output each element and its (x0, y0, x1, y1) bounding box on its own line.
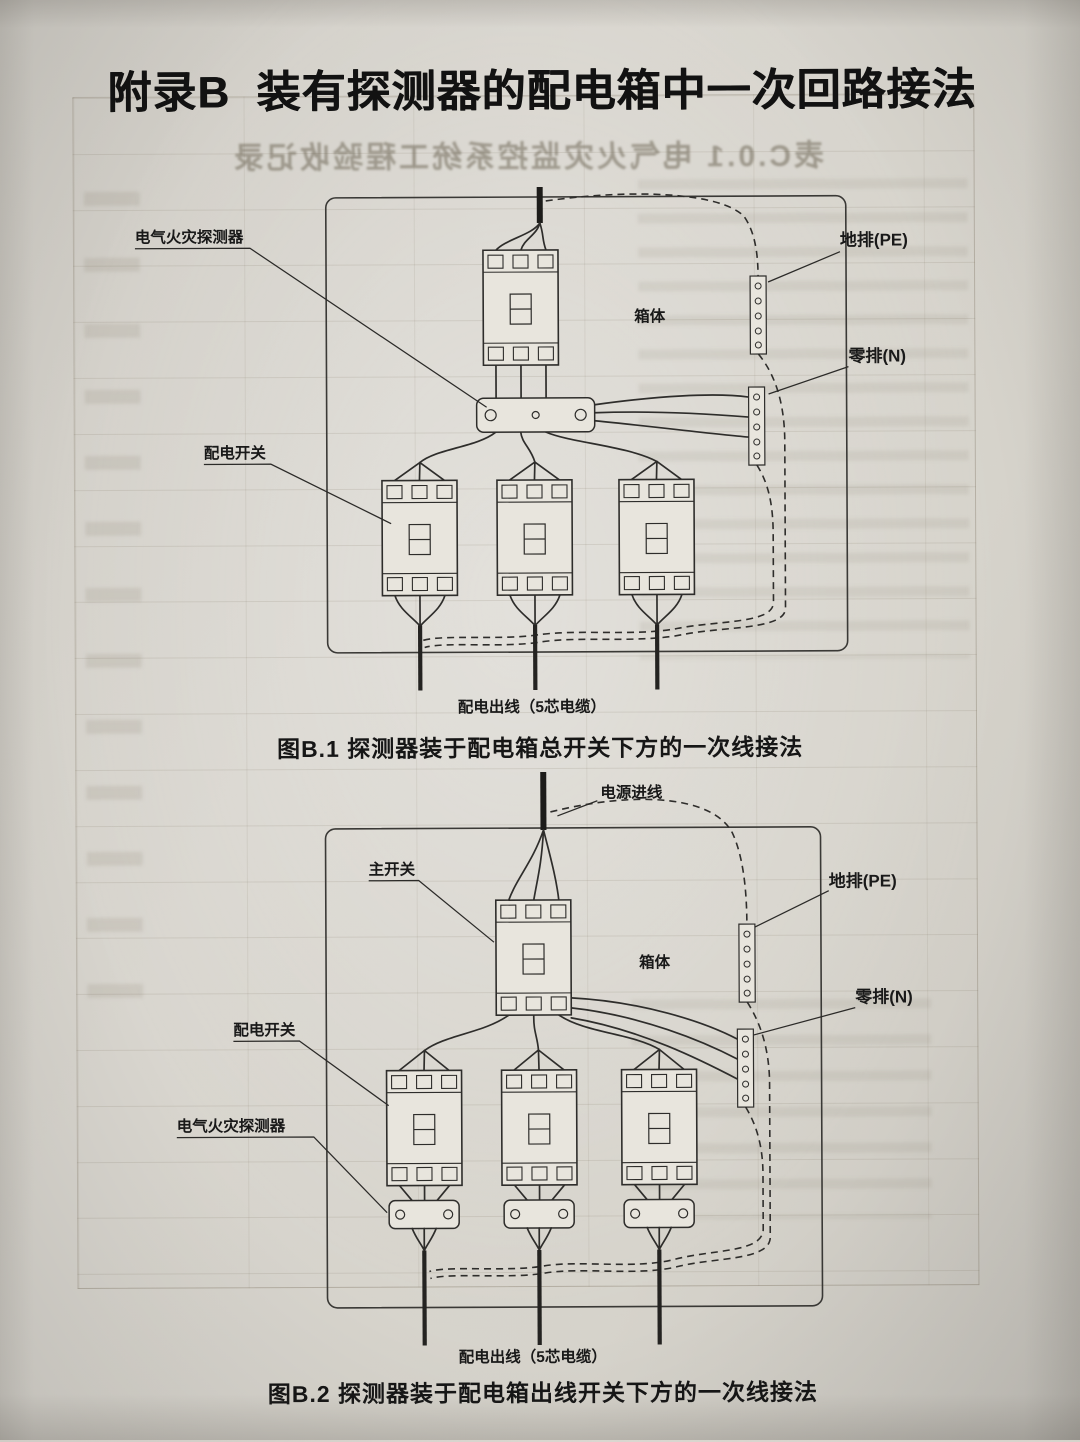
bleed-through-text: 表C.0.1 电气火灾监控系统工程验收记录 (230, 139, 825, 176)
figure-b1-caption: 图B.1 探测器装于配电箱总开关下方的一次线接法 (276, 733, 804, 763)
n-bus-bar (736, 1028, 755, 1108)
label-box: 箱体 (639, 952, 671, 971)
label-n-bar: 零排(N) (854, 986, 913, 1006)
pe-n-dashed-wiring (422, 193, 787, 649)
label-box: 箱体 (634, 306, 666, 325)
leader-line-n (753, 1007, 856, 1036)
distribution-breaker-3 (618, 478, 696, 596)
main-switch-wiring (398, 1014, 685, 1072)
main-switch-breaker (482, 249, 560, 367)
leader-line-pe (767, 251, 841, 283)
incoming-cable (507, 771, 560, 901)
leader-line-dist-switch (233, 1040, 390, 1107)
label-dist-switch: 配电开关 (204, 443, 267, 462)
distribution-breaker-1 (381, 479, 459, 597)
label-power-in: 电源进线 (600, 782, 663, 801)
n-bus-bar (747, 386, 766, 466)
label-n-bar: 零排(N) (847, 345, 906, 365)
fire-detector-plate-3 (623, 1198, 695, 1229)
page-title: 附录B 装有探测器的配电箱中一次回路接法 (107, 65, 977, 119)
distribution-breaker-2 (500, 1069, 578, 1186)
label-detector: 电气火灾探测器 (177, 1116, 286, 1135)
distribution-breaker-1 (385, 1069, 463, 1187)
outgoing-wiring (394, 593, 683, 691)
label-outgoing-cable: 配电出线（5芯电缆） (459, 1347, 607, 1367)
cabinet-outline (324, 826, 824, 1309)
leader-line-power-in (557, 800, 598, 817)
pe-bus-bar (738, 923, 756, 1003)
figure-b1-diagram: 电气火灾探测器 箱体 地排(PE) 零排(N) 配电开关 配电出线（5芯电缆） (134, 186, 908, 717)
leader-line-n (768, 366, 849, 395)
label-main-switch: 主开关 (369, 860, 416, 879)
figure-b2-caption: 图B.2 探测器装于配电箱出线开关下方的一次线接法 (267, 1378, 819, 1408)
main-switch-breaker (494, 899, 573, 1016)
breaker-to-detector-wiring (398, 1183, 686, 1202)
fire-detector-plate-1 (388, 1199, 460, 1230)
neutral-wires (570, 997, 739, 1080)
label-pe-bar: 地排(PE) (840, 229, 908, 249)
label-pe-bar: 地排(PE) (829, 870, 897, 890)
fire-detector-plate-2 (503, 1199, 575, 1229)
distribution-breaker-2 (496, 479, 574, 596)
leader-line-main-switch (368, 879, 495, 943)
leader-line-detector (134, 247, 487, 408)
distribution-breaker-3 (620, 1068, 698, 1186)
label-outgoing-cable: 配电出线（5芯电缆） (458, 697, 606, 717)
label-detector: 电气火灾探测器 (135, 227, 244, 246)
outgoing-wiring (411, 1226, 673, 1346)
label-dist-switch: 配电开关 (233, 1020, 296, 1039)
figure-b2-diagram: 电源进线 主开关 地排(PE) 箱体 零排(N) 配电开关 电气火灾探测器 配电… (176, 771, 913, 1367)
pe-n-dashed-wiring (429, 798, 772, 1280)
neutral-wires (593, 394, 750, 438)
pe-bus-bar (749, 275, 768, 355)
leader-line-detector (176, 1136, 388, 1214)
main-switch-wiring (393, 364, 683, 482)
fire-detector-plate (475, 397, 596, 434)
leader-line-dist-switch (203, 463, 392, 525)
incoming-cable (495, 186, 547, 252)
leader-line-pe (754, 890, 830, 928)
